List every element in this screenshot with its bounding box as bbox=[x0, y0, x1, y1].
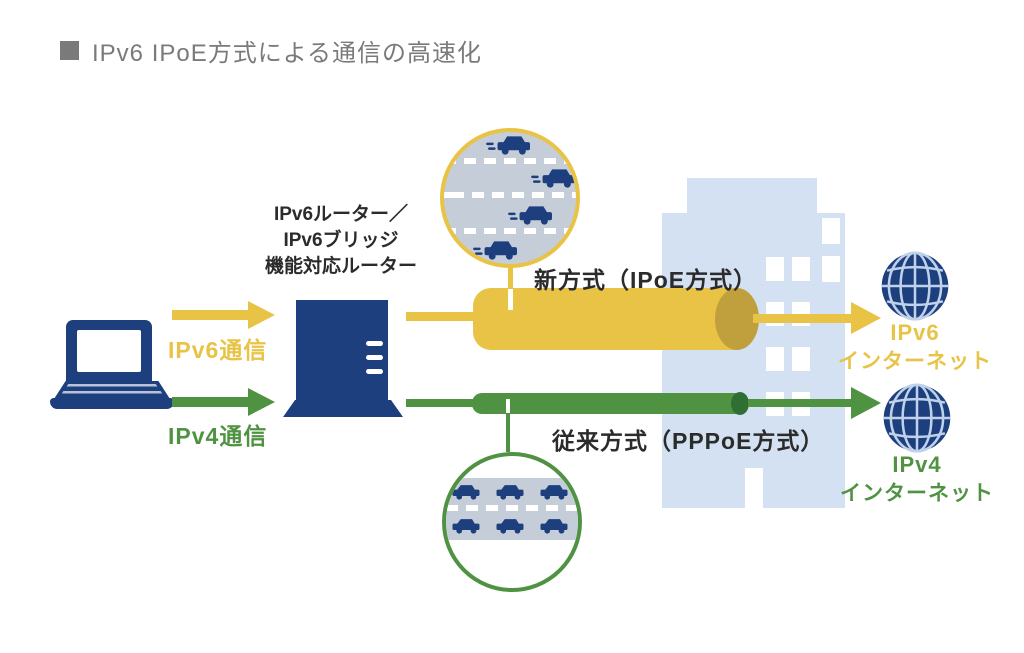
router-led-icon bbox=[366, 355, 383, 360]
lane-divider bbox=[444, 192, 576, 198]
pppoe-pipe-end bbox=[731, 392, 749, 415]
ipv6-internet-line bbox=[753, 314, 853, 323]
congested-car-icon bbox=[452, 519, 480, 534]
page-title: IPv6 IPoE方式による通信の高速化 bbox=[60, 33, 482, 68]
ipv4-internet-line bbox=[748, 399, 853, 407]
ipv6-arrow-line bbox=[172, 310, 250, 320]
ipv6-link-line bbox=[406, 312, 474, 321]
pppoe-method-label: 従来方式（PPPoE方式） bbox=[552, 428, 825, 454]
pppoe-callout-connector bbox=[506, 414, 510, 452]
building-window bbox=[766, 347, 784, 371]
laptop-base bbox=[50, 398, 174, 409]
fast-car-icon bbox=[531, 169, 575, 188]
pppoe-traffic-magnifier bbox=[442, 452, 582, 592]
ipv6-internet-label-line2: インターネット bbox=[838, 350, 992, 373]
ipv6-arrowhead-icon bbox=[248, 301, 275, 329]
congested-car-icon bbox=[496, 485, 524, 500]
laptop-keyboard-rows bbox=[60, 384, 164, 396]
router-label-line3: 機能対応ルーター bbox=[264, 256, 417, 277]
ipv4-internet-label-line1: IPv4 bbox=[892, 452, 942, 477]
ipoe-method-label: 新方式（IPoE方式） bbox=[534, 267, 758, 293]
fast-car-icon bbox=[473, 241, 517, 260]
pppoe-pipe bbox=[472, 393, 740, 414]
ipoe-callout-tick bbox=[508, 289, 513, 310]
congested-car-icon bbox=[452, 485, 480, 500]
building-window bbox=[792, 257, 810, 281]
ipv6-traffic-label: IPv6通信 bbox=[168, 337, 268, 363]
lane-divider bbox=[444, 158, 576, 164]
ipoe-pipe bbox=[473, 288, 737, 350]
ipv6-internet-label-line1: IPv6 bbox=[890, 320, 940, 345]
fast-car-icon bbox=[486, 136, 530, 155]
laptop-screen-display bbox=[77, 330, 141, 372]
building-window bbox=[766, 257, 784, 281]
router-led-icon bbox=[366, 369, 383, 374]
congested-car-icon bbox=[496, 519, 524, 534]
title-text: IPv6 IPoE方式による通信の高速化 bbox=[92, 40, 483, 67]
ipv6-globe-icon bbox=[881, 251, 949, 321]
lane-divider bbox=[446, 505, 578, 511]
building-window bbox=[792, 347, 810, 371]
router-label: IPv6ルーター／ IPv6ブリッジ 機能対応ルーター bbox=[246, 202, 436, 280]
ipv4-internet-arrowhead-icon bbox=[851, 387, 881, 419]
ipoe-pipe-end bbox=[715, 288, 759, 350]
congested-car-icon bbox=[540, 519, 568, 534]
ipoe-traffic-magnifier bbox=[440, 128, 580, 268]
ipv4-internet-label-line2: インターネット bbox=[840, 482, 994, 505]
title-square-marker bbox=[60, 41, 79, 60]
fast-car-icon bbox=[508, 206, 552, 225]
pppoe-callout-tick bbox=[506, 399, 510, 413]
router-led-icon bbox=[366, 341, 383, 346]
ipv4-arrowhead-icon bbox=[248, 388, 275, 416]
ipv4-globe-icon bbox=[883, 383, 951, 453]
ipoe-callout-connector bbox=[508, 266, 513, 289]
building-door bbox=[745, 468, 763, 508]
building-window bbox=[822, 218, 840, 244]
congested-car-icon bbox=[540, 485, 568, 500]
router-label-line2: IPv6ブリッジ bbox=[283, 230, 399, 251]
ipv6-internet-arrowhead-icon bbox=[851, 302, 881, 334]
router-icon bbox=[296, 300, 388, 403]
router-label-line1: IPv6ルーター／ bbox=[273, 204, 409, 225]
router-base bbox=[283, 400, 403, 417]
building-window bbox=[822, 256, 840, 282]
ipv4-link-line bbox=[406, 399, 474, 407]
ipv4-arrow-line bbox=[172, 397, 250, 407]
lane-divider bbox=[444, 228, 576, 234]
ipv4-traffic-label: IPv4通信 bbox=[168, 423, 268, 449]
